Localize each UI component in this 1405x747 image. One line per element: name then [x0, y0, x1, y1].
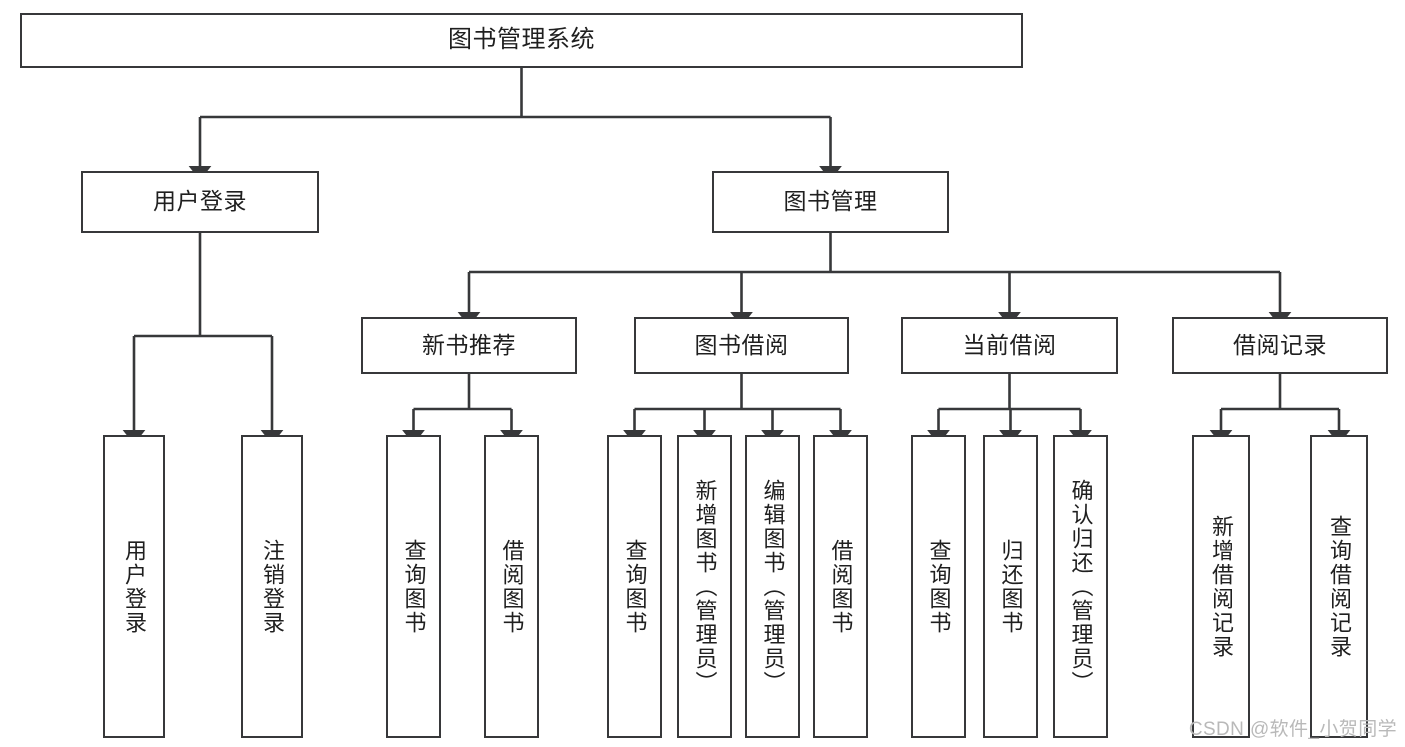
node-label: 新增借阅记录	[1208, 514, 1234, 659]
node-l11[interactable]: 确认归还（管理员）	[1053, 435, 1108, 738]
node-label: 图书管理	[783, 188, 878, 215]
node-root[interactable]: 图书管理系统	[20, 13, 1023, 68]
node-l10[interactable]: 归还图书	[983, 435, 1038, 738]
node-l12[interactable]: 新增借阅记录	[1192, 435, 1250, 738]
watermark: CSDN @软件_小贺同学	[1188, 719, 1397, 740]
node-l13[interactable]: 查询借阅记录	[1310, 435, 1368, 738]
node-label: 借阅记录	[1233, 331, 1327, 358]
node-l9[interactable]: 查询图书	[911, 435, 966, 738]
node-label: 当前借阅	[962, 331, 1057, 358]
node-login[interactable]: 用户登录	[81, 171, 319, 233]
node-label: 新增图书（管理员）	[692, 478, 718, 695]
node-label: 图书管理系统	[448, 26, 595, 54]
node-label: 查询图书	[401, 538, 427, 635]
node-l7[interactable]: 编辑图书（管理员）	[745, 435, 800, 738]
node-l4[interactable]: 借阅图书	[484, 435, 539, 738]
node-label: 注销登录	[259, 538, 285, 635]
node-label: 借阅图书	[828, 538, 854, 635]
node-l5[interactable]: 查询图书	[607, 435, 662, 738]
node-l3[interactable]: 查询图书	[386, 435, 441, 738]
node-l1[interactable]: 用户登录	[103, 435, 165, 738]
node-current[interactable]: 当前借阅	[901, 317, 1118, 374]
node-label: 查询图书	[622, 538, 648, 635]
node-label: 查询借阅记录	[1326, 514, 1352, 659]
node-bookmgmt[interactable]: 图书管理	[712, 171, 949, 233]
node-label: 编辑图书（管理员）	[760, 478, 786, 695]
node-label: 借阅图书	[499, 538, 525, 635]
node-label: 图书借阅	[694, 331, 789, 358]
node-label: 用户登录	[121, 538, 147, 635]
node-label: 新书推荐	[422, 331, 516, 358]
node-label: 确认归还（管理员）	[1068, 478, 1094, 695]
node-borrow[interactable]: 图书借阅	[634, 317, 849, 374]
node-label: 用户登录	[153, 188, 247, 215]
node-label: 归还图书	[998, 538, 1024, 635]
node-l6[interactable]: 新增图书（管理员）	[677, 435, 732, 738]
node-l8[interactable]: 借阅图书	[813, 435, 868, 738]
node-records[interactable]: 借阅记录	[1172, 317, 1388, 374]
node-newbook[interactable]: 新书推荐	[361, 317, 577, 374]
node-label: 查询图书	[926, 538, 952, 635]
node-l2[interactable]: 注销登录	[241, 435, 303, 738]
